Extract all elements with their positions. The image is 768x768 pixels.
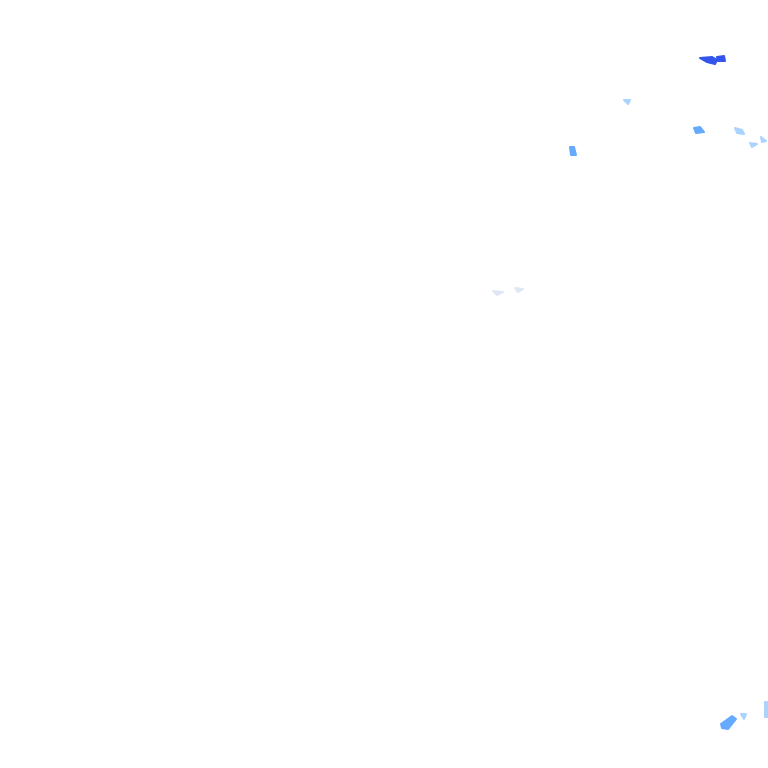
echo-faint <box>514 287 524 293</box>
echo-light <box>734 127 745 135</box>
echo-heavy <box>699 56 718 65</box>
echo-cluster-northeast <box>569 55 767 156</box>
echo-cluster-southeast <box>720 701 768 730</box>
echo-light <box>749 142 758 148</box>
echo-light <box>720 715 737 730</box>
echo-light <box>760 136 767 143</box>
echo-medium <box>569 146 577 156</box>
echo-faint <box>492 290 504 296</box>
echo-heavy <box>716 55 726 62</box>
echo-medium <box>693 126 705 134</box>
echo-cluster-center <box>492 287 524 296</box>
echo-light <box>623 99 631 105</box>
echo-faint <box>764 701 768 718</box>
echo-light <box>740 713 747 720</box>
